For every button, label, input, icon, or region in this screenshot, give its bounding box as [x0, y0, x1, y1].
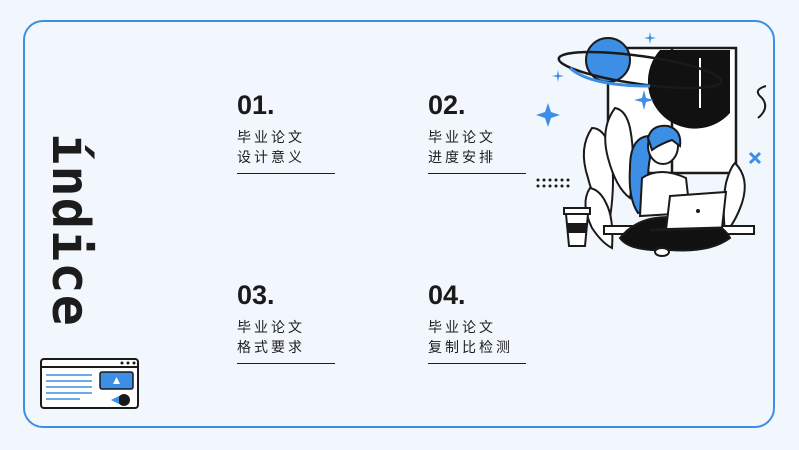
- toc-item-04[interactable]: 04. 毕业论文 复制比检测: [428, 280, 528, 364]
- toc-underline: [428, 173, 526, 174]
- toc-line2: 格式要求: [237, 340, 305, 356]
- toc-line1: 毕业论文: [428, 130, 496, 146]
- toc-item-03[interactable]: 03. 毕业论文 格式要求: [237, 280, 337, 364]
- toc-line1: 毕业论文: [237, 130, 305, 146]
- toc-number: 02.: [428, 90, 466, 120]
- toc-item-02[interactable]: 02. 毕业论文 进度安排: [428, 90, 528, 174]
- toc-line1: 毕业论文: [237, 320, 305, 336]
- coffee-cup: [563, 207, 591, 247]
- toc-underline: [237, 173, 335, 174]
- woman-laptop-illustration: [536, 32, 767, 257]
- toc-number: 01.: [237, 90, 275, 120]
- toc-underline: [428, 363, 526, 364]
- browser-window-icon: [40, 358, 139, 409]
- toc-underline: [237, 363, 335, 364]
- toc-number: 03.: [237, 280, 275, 310]
- toc-line2: 进度安排: [428, 150, 496, 166]
- toc-line2: 复制比检测: [428, 340, 513, 356]
- toc-item-01[interactable]: 01. 毕业论文 设计意义: [237, 90, 337, 174]
- toc-line2: 设计意义: [237, 150, 305, 166]
- toc-number: 04.: [428, 280, 466, 310]
- toc-line1: 毕业论文: [428, 320, 496, 336]
- side-title: índice: [40, 133, 100, 327]
